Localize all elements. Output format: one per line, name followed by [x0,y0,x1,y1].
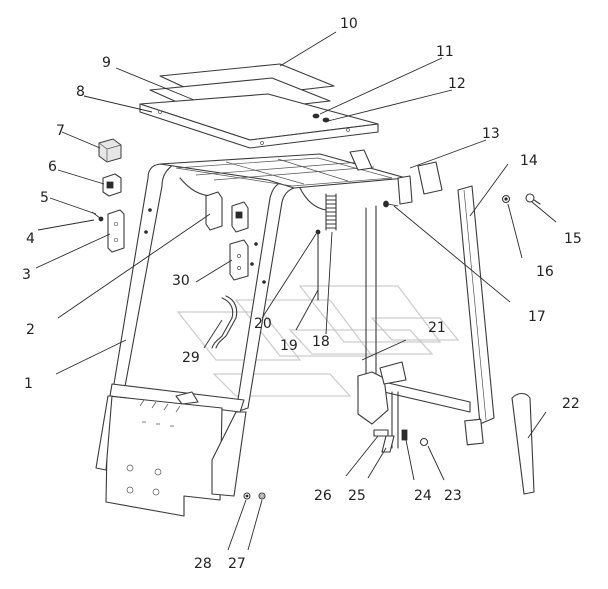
callout-15: 15 [564,231,582,247]
part-17-bolt [383,200,399,208]
callout-5: 5 [40,190,49,206]
leader-lines [35,31,557,551]
callout-12: 12 [448,76,466,92]
callout-6: 6 [48,159,57,175]
part-14-rear-post [457,185,495,446]
callout-30: 30 [172,273,190,289]
part-21-base-frame [357,361,471,449]
part-15-bolt [525,193,541,205]
callout-14: 14 [520,153,538,169]
callout-20: 20 [254,316,272,332]
callout-13: 13 [482,126,500,142]
part-1-cab-frame [95,149,443,517]
callout-1: 1 [24,376,33,392]
part-23-bolt [419,437,429,447]
callout-17: 17 [528,309,546,325]
part-25-clip [381,435,395,453]
part-30-bracket [229,239,249,281]
callout-22: 22 [562,396,580,412]
callout-23: 23 [444,488,462,504]
callout-2: 2 [26,322,35,338]
callout-24: 24 [414,488,432,504]
callout-labels: 1 2 3 4 5 6 7 8 9 10 11 12 13 14 15 16 1… [22,16,582,572]
part-2-bracket [205,191,249,233]
part-27-washer [258,492,266,500]
watermark-logo [176,285,460,397]
part-6-clamp [102,173,122,197]
part-29-grab-handle [211,295,238,349]
callout-25: 25 [348,488,366,504]
callout-7: 7 [56,123,65,139]
part-26-pin [373,429,389,437]
callout-10: 10 [340,16,358,32]
part-19-rod [315,229,321,301]
callout-4: 4 [26,231,35,247]
part-3-bracket [107,209,125,253]
part-28-nut [243,492,251,500]
callout-18: 18 [312,334,330,350]
part-24-washer [401,429,408,441]
part-16-nut [501,194,511,204]
callout-9: 9 [102,55,111,71]
part-22-trim-strip [511,392,535,495]
callout-8: 8 [76,84,85,100]
callout-19: 19 [280,338,298,354]
callout-21: 21 [428,320,446,336]
part-18-spring [325,193,337,231]
callout-27: 27 [228,556,246,572]
callout-29: 29 [182,350,200,366]
part-8-roof-plate [139,93,379,149]
callout-26: 26 [314,488,332,504]
part-7-block [98,138,122,163]
callout-16: 16 [536,264,554,280]
callout-28: 28 [194,556,212,572]
part-11-12-washers [312,113,330,123]
callout-11: 11 [436,44,454,60]
callout-3: 3 [22,267,31,283]
